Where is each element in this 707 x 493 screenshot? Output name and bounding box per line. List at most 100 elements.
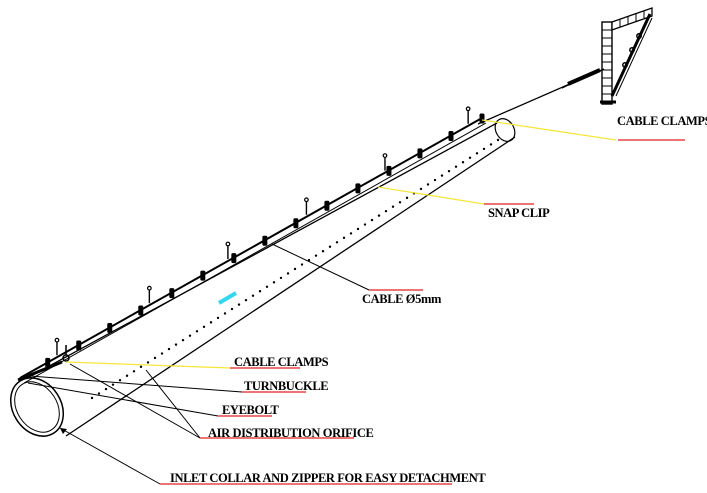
snap-clip — [293, 218, 299, 229]
orifice-hole — [447, 169, 451, 173]
snap-clip — [200, 270, 206, 281]
orifice-hole — [398, 201, 402, 204]
fabric-duct — [9, 118, 516, 437]
inlet-end-hardware — [17, 345, 70, 382]
orifice-hole — [342, 236, 346, 240]
orifice-hole — [328, 245, 332, 248]
orifice-hole — [440, 174, 444, 177]
snap-clip — [169, 288, 175, 299]
orifice-hole — [489, 143, 493, 146]
orifice-hole — [202, 325, 206, 329]
orifice-hole — [237, 303, 241, 306]
leader-air-orifice-1 — [69, 363, 201, 439]
orifice-hole — [335, 241, 339, 244]
orifice-hole — [370, 218, 374, 222]
leader-cable — [271, 243, 370, 291]
orifice-hole — [433, 178, 437, 182]
labels: CABLE CLAMPS SNAP CLIP CABLE Ø5mm CABLE … — [160, 114, 707, 485]
orifice-hole — [391, 205, 395, 208]
orifice-hole — [223, 312, 227, 315]
orifice-hole — [265, 285, 269, 288]
leader-cable-clamps-bottom — [65, 361, 231, 369]
orifice-hole — [251, 294, 255, 297]
orifice-hole — [181, 338, 185, 342]
leader-inlet-collar — [59, 427, 161, 485]
orifice-hole — [104, 387, 108, 391]
orifice-hole — [384, 209, 388, 213]
orifice-hole — [258, 290, 262, 293]
leader-snap-clip — [377, 186, 485, 205]
orifice-hole — [167, 347, 171, 351]
wall-bracket — [600, 7, 653, 105]
orifice-hole — [153, 356, 157, 360]
orifice-hole — [125, 374, 129, 377]
orifice-hole — [195, 330, 199, 333]
orifice-hole — [300, 263, 304, 266]
leader-lines — [27, 119, 617, 485]
snap-clip — [138, 305, 144, 316]
tension-cable — [477, 68, 605, 125]
orifice-hole — [419, 187, 423, 191]
orifice-hole — [461, 161, 465, 164]
snap-clip — [479, 113, 485, 124]
orifice-hole — [314, 254, 318, 257]
snap-clip — [386, 165, 392, 176]
snap-clip — [262, 235, 268, 246]
label-cable-clamps-bottom: CABLE CLAMPS — [234, 355, 329, 369]
orifice-hole — [230, 307, 234, 311]
air-orifices — [90, 138, 500, 400]
snap-clip — [355, 183, 361, 194]
label-eyebolt: EYEBOLT — [222, 403, 280, 417]
hanger-rod — [225, 241, 231, 259]
orifice-hole — [97, 392, 101, 395]
support-cable-rail — [19, 117, 487, 384]
orifice-hole — [118, 379, 122, 382]
label-air-orifice: AIR DISTRIBUTION ORIFICE — [208, 426, 373, 440]
label-cable-clamps-top: CABLE CLAMPS — [617, 114, 707, 128]
leader-air-orifice-2 — [145, 369, 201, 439]
label-turnbuckle: TURNBUCKLE — [244, 379, 328, 393]
label-cable: CABLE Ø5mm — [362, 292, 442, 306]
label-snap-clip: SNAP CLIP — [488, 206, 550, 220]
label-inlet-collar: INLET COLLAR AND ZIPPER FOR EASY DETACHM… — [170, 471, 486, 485]
hanger-rods — [54, 106, 471, 356]
hanger-rod — [54, 337, 60, 356]
snap-clip — [324, 200, 330, 211]
hanger-rod — [304, 197, 309, 215]
orifice-hole — [279, 276, 283, 280]
orifice-hole — [90, 396, 94, 400]
orifice-hole — [426, 183, 430, 186]
hanger-rod — [382, 153, 388, 171]
hanger-rod — [465, 106, 471, 124]
orifice-hole — [146, 361, 150, 364]
snap-clip — [417, 148, 423, 159]
orifice-hole — [160, 352, 164, 355]
orifice-hole — [209, 321, 213, 324]
orifice-hole — [307, 258, 311, 262]
snap-clip — [231, 253, 237, 264]
orifice-hole — [321, 250, 325, 253]
orifice-hole — [496, 138, 500, 142]
orifice-hole — [356, 227, 360, 231]
hanger-rod — [146, 285, 152, 304]
orifice-hole — [475, 152, 479, 155]
cyan-marker — [217, 291, 238, 305]
leader-cable-clamps-top — [481, 119, 617, 141]
snap-clips — [45, 113, 485, 368]
orifice-hole — [482, 147, 486, 151]
leader-turnbuckle — [29, 375, 243, 393]
orifice-hole — [293, 267, 297, 271]
orifice-hole — [174, 343, 178, 346]
orifice-hole — [349, 232, 353, 235]
snap-clip — [448, 130, 454, 141]
orifice-hole — [216, 316, 220, 320]
orifice-hole — [363, 223, 367, 226]
orifice-hole — [244, 298, 248, 302]
snap-clip — [76, 340, 82, 351]
orifice-hole — [272, 281, 276, 284]
orifice-hole — [454, 165, 458, 168]
orifice-hole — [377, 214, 381, 217]
orifice-hole — [188, 334, 192, 337]
orifice-hole — [468, 156, 472, 159]
